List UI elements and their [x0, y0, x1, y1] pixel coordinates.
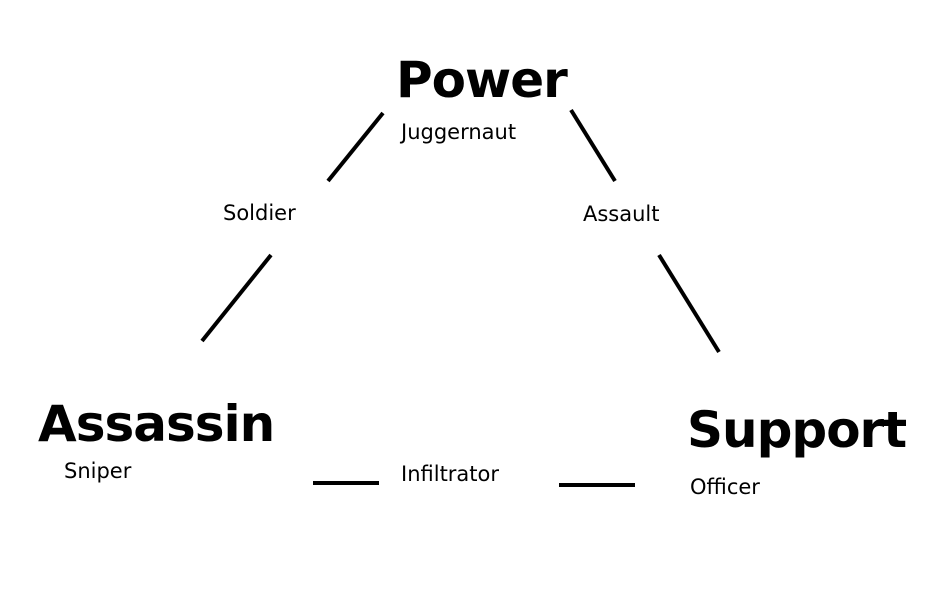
node-title-power: Power — [396, 51, 568, 109]
node-title-support: Support — [687, 401, 907, 459]
edge-label-infiltrator: Infiltrator — [401, 462, 500, 486]
edge-label-soldier: Soldier — [223, 201, 296, 225]
node-subclass-sniper: Sniper — [64, 459, 132, 483]
node-title-assassin: Assassin — [38, 395, 275, 453]
connector-soldier-assassin — [200, 253, 273, 343]
connector-assault-support — [657, 253, 721, 354]
edge-label-assault: Assault — [583, 202, 660, 226]
connector-power-assault — [569, 108, 617, 183]
node-subclass-juggernaut: Juggernaut — [401, 120, 517, 144]
node-subclass-officer: Officer — [690, 475, 760, 499]
connector-power-soldier — [326, 111, 385, 183]
